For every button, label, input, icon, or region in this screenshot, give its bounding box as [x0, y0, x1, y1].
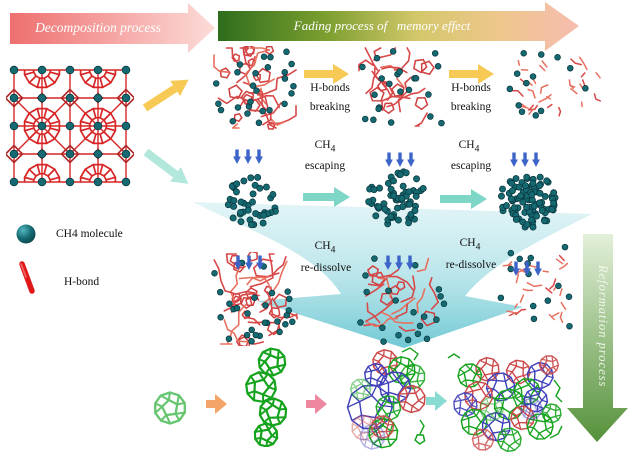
legend-hbond-label: H-bond: [64, 276, 100, 288]
ch4-redissolve-label-2-line2: re-dissolve: [445, 259, 497, 271]
gas-redissolve-arrows-1: [234, 255, 264, 270]
gas-redissolve-arrows-3: [512, 261, 542, 276]
dissolution-funnel-shape: [193, 202, 592, 348]
decomposition-banner-label: Decomposition process: [35, 20, 161, 35]
growth-arrow-3: [426, 391, 447, 411]
hbonds-breaking-arrow-1: [304, 64, 349, 84]
gas-release-arrows-2: [385, 152, 415, 167]
mixed-cage-cluster-1: [346, 347, 426, 450]
ch4-escaping-label-1-line1: CH4: [314, 139, 336, 155]
single-cage-icon: [154, 391, 186, 425]
h-bond-icon: [19, 261, 35, 294]
fading-banner-arrow: [218, 2, 579, 51]
ch4-bubble-cluster-1: [224, 173, 279, 229]
ch4-bubble-cluster-2: [365, 168, 427, 228]
hydrate-cluster-dense-2: [211, 252, 298, 346]
growth-arrow-2: [306, 394, 327, 414]
ch4-escaping-arrow-2: [440, 189, 487, 209]
hydrate-cluster-sparse-1: [506, 50, 602, 119]
gas-release-arrows-1: [233, 149, 263, 164]
fading-banner-label: Fading process of memory effect: [293, 18, 471, 33]
hydrate-cluster-medium-2: [357, 255, 448, 345]
ch4-bubble-cluster-3: [498, 173, 559, 231]
arrow-lattice-to-escaping-row: [143, 148, 189, 184]
hydrate-cluster-medium-1: [358, 47, 445, 127]
arrow-lattice-to-hbond-row: [142, 79, 189, 112]
hbonds-breaking-label-2-line1: H-bonds: [451, 82, 491, 94]
hydrate-cluster-dense-1: [212, 46, 297, 130]
ch4-escaping-label-2-line1: CH4: [458, 139, 480, 155]
hbonds-breaking-arrow-2: [449, 64, 494, 84]
gas-redissolve-arrows-2: [384, 255, 414, 270]
hydrate-cluster-sparse-2: [497, 243, 573, 330]
ch4-escaping-label-2-line2: escaping: [450, 160, 492, 172]
ch4-redissolve-label-2-line1: CH4: [459, 237, 481, 253]
growth-arrow-1: [206, 394, 227, 414]
gas-release-arrows-3: [510, 152, 540, 167]
mixed-cage-cluster-2: [447, 353, 563, 452]
hbonds-breaking-label-2-line2: breaking: [450, 101, 492, 113]
ch4-redissolve-label-1-line1: CH4: [314, 240, 336, 256]
cage-column: [245, 347, 288, 447]
reformation-banner-label: Reformation process: [596, 264, 610, 388]
ch4-escaping-label-1-line2: escaping: [304, 160, 346, 172]
hydrate-crystal-lattice: [6, 65, 134, 187]
hbonds-breaking-label-1-line2: breaking: [309, 101, 351, 113]
decomposition-banner-arrow: [10, 3, 215, 53]
hbonds-breaking-label-1-line1: H-bonds: [310, 82, 350, 94]
ch4-escaping-arrow-1: [303, 187, 350, 207]
ch4-molecule-icon: [16, 224, 36, 244]
ch4-redissolve-label-1-line2: re-dissolve: [300, 262, 352, 274]
reformation-process-arrow: [567, 234, 628, 442]
legend-ch4-label: CH4 molecule: [56, 228, 123, 240]
